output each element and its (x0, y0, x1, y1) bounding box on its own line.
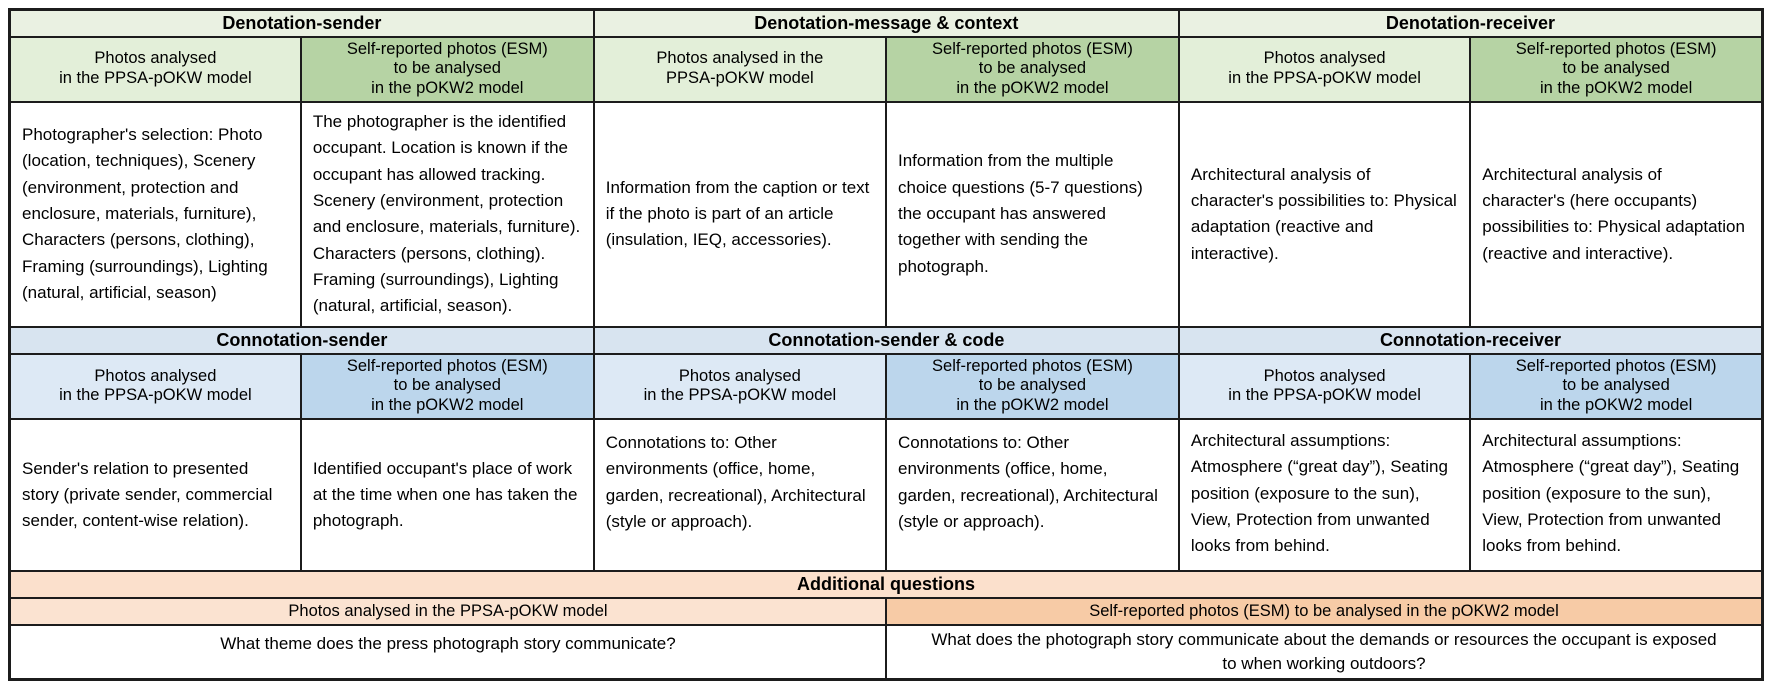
denotation-sender-ppsa-header: Photos analysed in the PPSA-pOKW model (8, 35, 302, 103)
connotation-title-row: Connotation-sender Connotation-sender & … (8, 325, 1764, 355)
denotation-sender-esm-header: Self-reported photos (ESM) to be analyse… (299, 35, 595, 103)
denotation-receiver-esm-header: Self-reported photos (ESM) to be analyse… (1469, 35, 1764, 103)
section-title-connotation-sender: Connotation-sender (8, 325, 595, 355)
additional-ppsa-question: What theme does the press photograph sto… (8, 624, 887, 681)
connotation-code-esm-text: Connotations to: Other environments (off… (884, 418, 1180, 573)
denotation-message-ppsa-header: Photos analysed in the PPSA-pOKW model (592, 35, 887, 103)
connotation-receiver-ppsa-header: Photos analysed in the PPSA-pOKW model (1177, 352, 1472, 421)
denotation-message-ppsa-text: Information from the caption or text if … (592, 100, 887, 328)
table-figure-page: Denotation-sender Denotation-message & c… (8, 8, 1764, 681)
section-title-denotation-receiver: Denotation-receiver (1177, 8, 1764, 38)
denotation-message-esm-text: Information from the multiple choice que… (884, 100, 1180, 328)
semiotic-analysis-table: Denotation-sender Denotation-message & c… (8, 8, 1764, 681)
section-title-denotation-message-context: Denotation-message & context (592, 8, 1180, 38)
connotation-code-ppsa-text: Connotations to: Other environments (off… (592, 418, 887, 573)
section-title-connotation-receiver: Connotation-receiver (1177, 325, 1764, 355)
connotation-code-ppsa-header: Photos analysed in the PPSA-pOKW model (592, 352, 887, 421)
section-title-connotation-sender-code: Connotation-sender & code (592, 325, 1180, 355)
connotation-sender-esm-text: Identified occupant's place of work at t… (299, 418, 595, 573)
section-title-denotation-sender: Denotation-sender (8, 8, 595, 38)
denotation-message-esm-header: Self-reported photos (ESM) to be analyse… (884, 35, 1180, 103)
denotation-receiver-ppsa-header: Photos analysed in the PPSA-pOKW model (1177, 35, 1472, 103)
connotation-header-row: Photos analysed in the PPSA-pOKW model S… (8, 352, 1764, 421)
additional-ppsa-header: Photos analysed in the PPSA-pOKW model (8, 597, 887, 627)
connotation-code-esm-header: Self-reported photos (ESM) to be analyse… (884, 352, 1180, 421)
connotation-sender-esm-header: Self-reported photos (ESM) to be analyse… (299, 352, 595, 421)
additional-esm-header: Self-reported photos (ESM) to be analyse… (884, 597, 1764, 627)
denotation-sender-esm-text: The photographer is the identified occup… (299, 100, 595, 328)
additional-esm-question: What does the photograph story communica… (884, 624, 1764, 681)
denotation-header-row: Photos analysed in the PPSA-pOKW model S… (8, 35, 1764, 103)
additional-title-row: Additional questions (8, 570, 1764, 600)
denotation-content-row: Photographer's selection: Photo (locatio… (8, 100, 1764, 328)
connotation-receiver-esm-text: Architectural assumptions: Atmosphere (“… (1469, 418, 1764, 573)
additional-header-row: Photos analysed in the PPSA-pOKW model S… (8, 597, 1764, 627)
connotation-content-row: Sender's relation to presented story (pr… (8, 418, 1764, 573)
section-title-additional-questions: Additional questions (8, 570, 1764, 600)
denotation-title-row: Denotation-sender Denotation-message & c… (8, 8, 1764, 38)
denotation-sender-ppsa-text: Photographer's selection: Photo (locatio… (8, 100, 302, 328)
denotation-receiver-ppsa-text: Architectural analysis of character's po… (1177, 100, 1472, 328)
connotation-sender-ppsa-text: Sender's relation to presented story (pr… (8, 418, 302, 573)
additional-question-row: What theme does the press photograph sto… (8, 624, 1764, 681)
denotation-receiver-esm-text: Architectural analysis of character's (h… (1469, 100, 1764, 328)
connotation-sender-ppsa-header: Photos analysed in the PPSA-pOKW model (8, 352, 302, 421)
connotation-receiver-esm-header: Self-reported photos (ESM) to be analyse… (1469, 352, 1764, 421)
connotation-receiver-ppsa-text: Architectural assumptions: Atmosphere (“… (1177, 418, 1472, 573)
